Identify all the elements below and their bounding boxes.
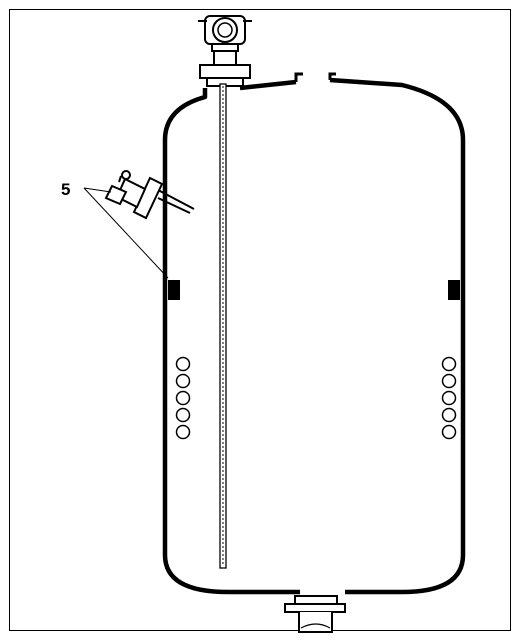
callout-leader-2 — [83, 187, 169, 279]
top-flange-neck — [213, 49, 237, 66]
callout-leader-1 — [83, 187, 112, 193]
right-sight-glass-circles — [441, 356, 457, 440]
tank-shell — [162, 77, 466, 595]
top-nozzle-left — [294, 72, 303, 82]
left-sight-glass-circles — [175, 356, 191, 440]
bottom-outlet — [284, 595, 346, 633]
top-flange — [199, 64, 251, 79]
diagram-frame — [9, 9, 511, 631]
top-nozzle-right — [328, 72, 336, 80]
level-transmitter-head — [198, 15, 252, 52]
left-mounting-tab — [168, 280, 180, 300]
right-mounting-tab — [448, 280, 460, 300]
point-level-switch — [104, 170, 195, 220]
callout-number: 5 — [61, 180, 70, 199]
